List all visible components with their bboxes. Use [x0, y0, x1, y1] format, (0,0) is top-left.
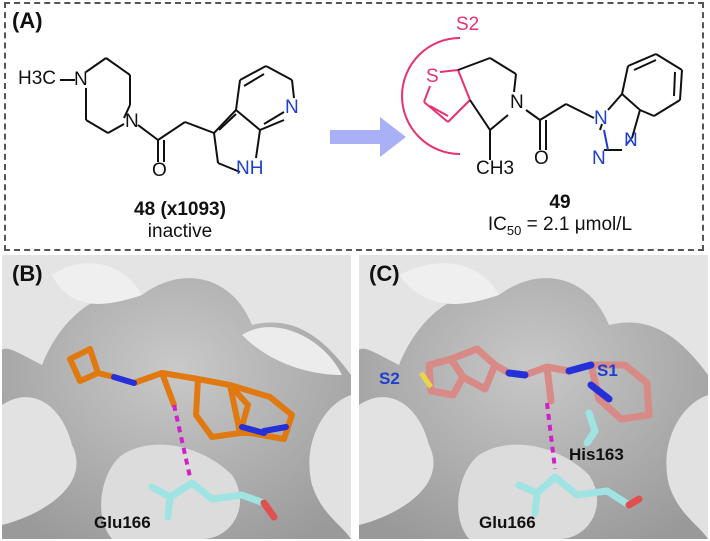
n-ring-label: N [510, 92, 524, 113]
his163-label: His163 [569, 445, 624, 464]
glu166-label-c: Glu166 [479, 513, 536, 532]
compound-49-bonds [457, 53, 683, 160]
triazole-n1: N [594, 108, 608, 129]
s2-arc [401, 37, 461, 155]
hbond-b [172, 404, 192, 478]
ic50-value: = 2.1 μmol/L [521, 214, 633, 235]
o-label-48: O [152, 160, 167, 181]
ic50-line: IC50 = 2.1 μmol/L [460, 214, 660, 238]
ic50-sub: 50 [506, 222, 522, 238]
panel-a-label: (A) [12, 8, 43, 33]
panel-a-structures [60, 37, 683, 173]
nh-label: NH [236, 158, 264, 179]
compound-48-bonds [60, 57, 295, 173]
n-pyridine-label: N [285, 97, 299, 118]
triazole-blue-bonds [603, 129, 633, 151]
compound-48-caption: 48 (x1093) inactive [100, 199, 260, 243]
reaction-arrow [330, 117, 406, 157]
compound-49-caption: 49 IC50 = 2.1 μmol/L [460, 192, 660, 238]
ligand-48-nitrogens [111, 374, 289, 436]
glu166-oxygen-c [625, 495, 643, 509]
s2-pocket-label: S2 [379, 369, 400, 388]
ligand-49-nitrogens [505, 361, 613, 403]
panel-b-label: (B) [12, 261, 43, 286]
o-label-49: O [534, 148, 549, 169]
s-label: S [426, 66, 439, 87]
panel-b: (B) Glu166 [2, 255, 351, 539]
glu166-stick-c [515, 409, 633, 517]
glu166-oxygen-b [260, 499, 278, 521]
ch3-label: CH3 [476, 158, 515, 179]
glu166-label-b: Glu166 [94, 513, 151, 532]
compound-48-id: 48 (x1093) [134, 199, 226, 220]
h3c-text: H3C [18, 68, 57, 89]
h3c-label: H3C [18, 68, 56, 90]
n-methyl-label: N [74, 69, 88, 90]
ligand-48-stick [67, 346, 295, 442]
thiophene-bonds [423, 69, 471, 123]
panel-b-surface [2, 255, 351, 539]
compound-48-activity: inactive [147, 221, 213, 242]
s2-label-a: S2 [456, 14, 480, 35]
panel-c: (C) S2 S1 His163 Glu166 [359, 255, 708, 539]
glu166-stick-b [148, 479, 268, 521]
ic50-prefix: IC [487, 214, 507, 235]
hbond-c [545, 402, 557, 470]
panel-c-label: (C) [369, 261, 400, 286]
s1-pocket-label: S1 [597, 361, 618, 380]
n-amide-label: N [125, 111, 139, 132]
compound-49-id: 49 [549, 192, 571, 213]
triazole-n3: N [624, 130, 638, 151]
triazole-n2: N [592, 148, 606, 169]
panel-a-frame [4, 2, 704, 251]
panel-c-surface [359, 255, 708, 539]
ligand-49-sulfur [418, 371, 434, 389]
